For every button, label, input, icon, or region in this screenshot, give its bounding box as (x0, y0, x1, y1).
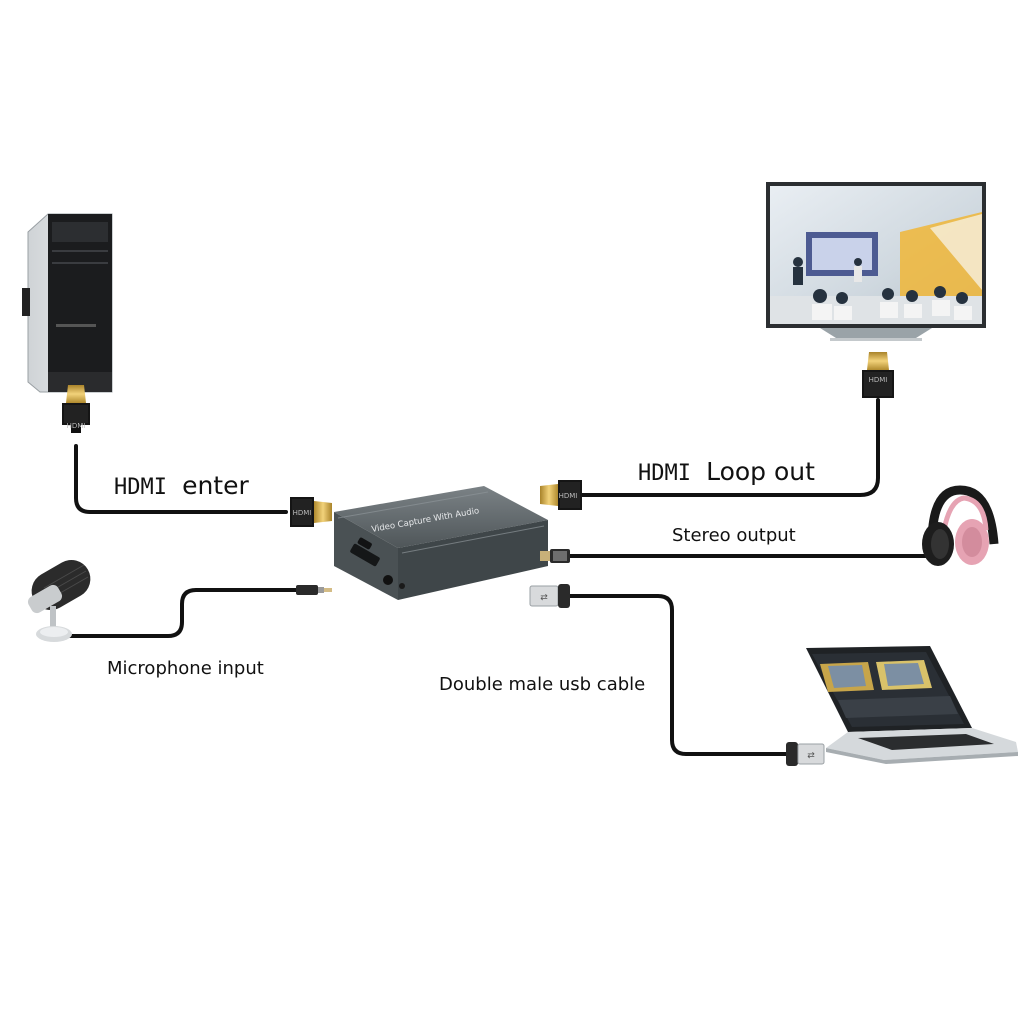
microphone-input-label: Microphone input (107, 658, 264, 679)
usb-plug-laptop-end: ⇄ (786, 742, 825, 766)
hdmi-plug-device-input (290, 497, 332, 527)
plug-label: HDMI (67, 422, 86, 430)
hdmi-enter-label: HDMI enter (114, 471, 249, 500)
hdmi-loop-out-cable (580, 398, 880, 497)
hdmi-plug-tv (862, 352, 894, 398)
capture-device: Video Capture With Audio (334, 486, 548, 600)
microphone-jack-plug (296, 585, 332, 595)
television-icon (766, 182, 986, 341)
hdmi-plug-device-output (540, 480, 582, 510)
usb-cable (564, 594, 790, 756)
headphones-icon (922, 485, 999, 566)
hdmi-input-cable (74, 444, 288, 514)
hdmi-loop-out-label: HDMI Loop out (638, 457, 815, 486)
svg-text:⇄: ⇄ (540, 593, 548, 603)
microphone-icon (27, 560, 91, 642)
microphone-cable (62, 588, 302, 638)
cables (62, 398, 930, 756)
usb-cable-label: Double male usb cable (439, 674, 645, 695)
plug-label: HDMI (559, 492, 578, 500)
labels: HDMI enter HDMI Loop out Stereo output M… (107, 457, 815, 695)
svg-text:⇄: ⇄ (807, 751, 815, 761)
computer-tower-icon (22, 213, 113, 393)
stereo-output-label: Stereo output (672, 525, 796, 546)
hdmi-plug-computer (62, 385, 90, 433)
stereo-jack-plug (540, 549, 570, 563)
laptop-icon (806, 646, 1018, 764)
plug-label: HDMI (869, 376, 888, 384)
plug-label: HDMI (293, 509, 312, 517)
usb-plug-device-end: ⇄ (529, 584, 570, 608)
